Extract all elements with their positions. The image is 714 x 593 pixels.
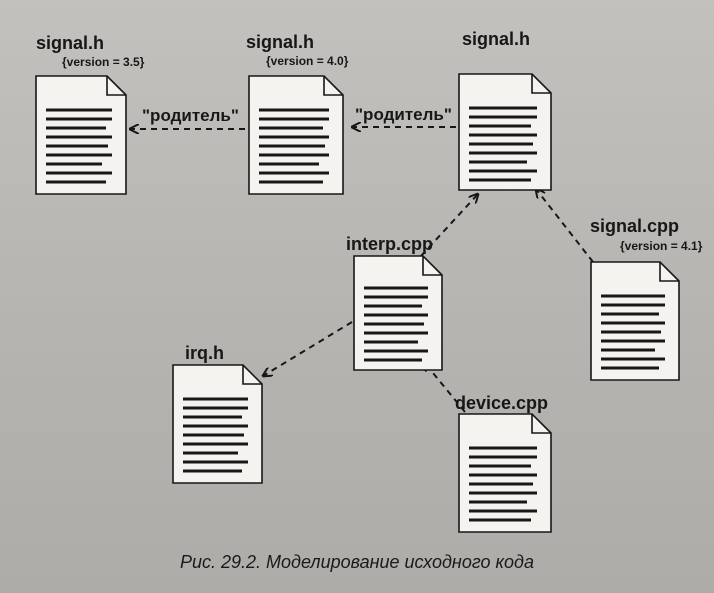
version-tag-signal-h-40: {version = 4.0}: [266, 54, 349, 68]
arrow-signal-cpp-to-signal-h: [536, 189, 594, 263]
version-tag-signal-h-35: {version = 3.5}: [62, 55, 145, 69]
relation-label-parent-left: "родитель": [142, 106, 239, 125]
document-device-cpp: [458, 413, 552, 533]
arrow-interp-cpp-to-irq-h: [263, 321, 353, 376]
document-signal-h-40: [248, 75, 344, 195]
document-irq-h: [172, 364, 263, 484]
arrow-interp-cpp-to-signal-h: [420, 194, 478, 257]
document-signal-cpp: [590, 261, 680, 381]
file-name-signal-cpp: signal.cpp: [590, 216, 680, 236]
file-name-irq-h: irq.h: [185, 343, 224, 363]
file-name-signal-h-40: signal.h: [246, 32, 315, 52]
document-interp-cpp: [353, 255, 443, 371]
dependency-arrows: [130, 127, 594, 413]
document-signal-h: [458, 73, 552, 191]
file-name-device-cpp: device.cpp: [455, 393, 549, 413]
file-name-signal-h-35: signal.h: [36, 33, 105, 53]
file-name-signal-h: signal.h: [462, 29, 531, 49]
figure-caption: Рис. 29.2. Моделирование исходного кода: [180, 552, 534, 572]
file-name-interp-cpp: interp.cpp: [346, 234, 434, 254]
version-tag-signal-cpp: {version = 4.1}: [620, 239, 703, 253]
document-signal-h-35: [35, 75, 127, 195]
relation-label-parent-right: "родитель": [355, 105, 452, 124]
